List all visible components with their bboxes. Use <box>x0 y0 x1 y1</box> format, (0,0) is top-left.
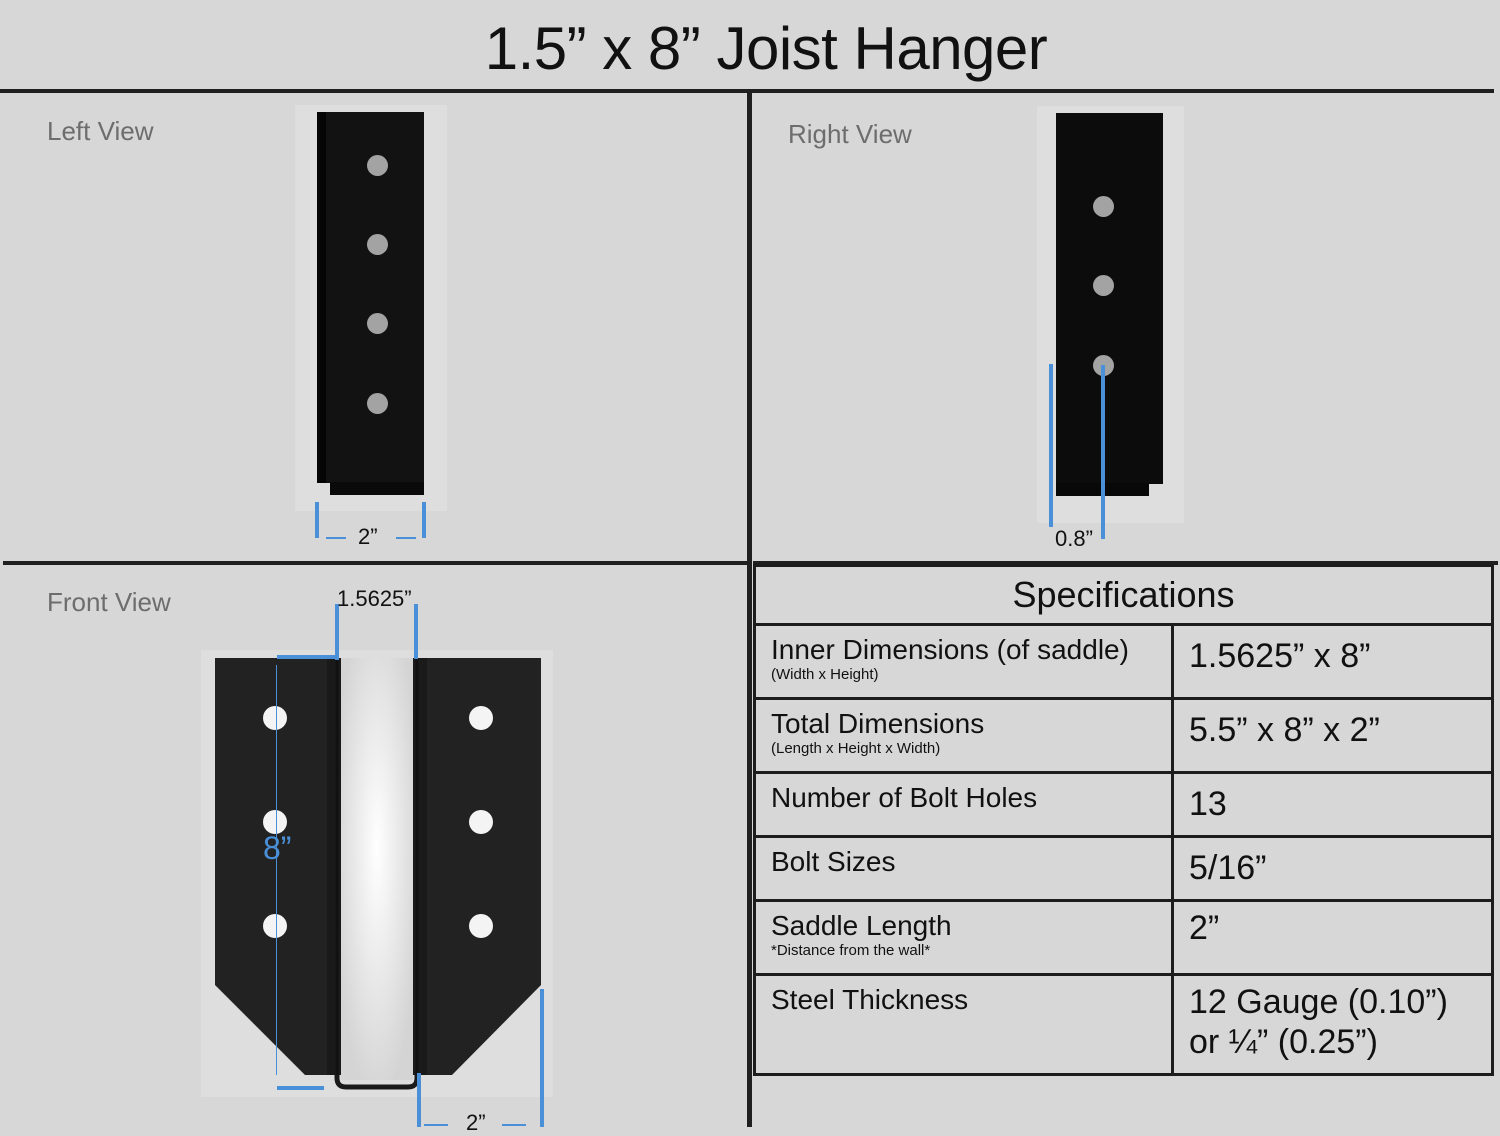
bolt-hole-icon <box>367 155 388 176</box>
right-view-dimension: 0.8” <box>1055 526 1093 551</box>
spec-value-line2: or ¼” (0.25”) <box>1189 1023 1378 1061</box>
table-row: Saddle Length *Distance from the wall* 2… <box>753 899 1494 976</box>
bolt-hole-icon <box>263 914 287 938</box>
spec-label-cell: Total Dimensions (Length x Height x Widt… <box>753 697 1174 774</box>
dimension-line <box>277 1086 324 1090</box>
table-row: Number of Bolt Holes 13 <box>753 771 1494 838</box>
front-view-drawing <box>215 658 541 1090</box>
dimension-tick <box>335 604 339 660</box>
bolt-hole-icon <box>367 313 388 334</box>
table-row: Inner Dimensions (of saddle) (Width x He… <box>753 623 1494 700</box>
bolt-hole-icon <box>1093 196 1114 217</box>
bolt-hole-icon <box>469 914 493 938</box>
horizontal-divider-right <box>753 561 1498 565</box>
spec-sublabel: (Width x Height) <box>771 666 879 683</box>
spec-value: 12 Gauge (0.10”) <box>1189 983 1448 1021</box>
bolt-hole-icon <box>263 706 287 730</box>
specifications-table: Specifications Inner Dimensions (of sadd… <box>753 564 1494 1076</box>
dimension-tick <box>540 989 544 1127</box>
spec-value: 5.5” x 8” x 2” <box>1171 697 1494 774</box>
dimension-line <box>277 655 339 659</box>
spec-sublabel: (Length x Height x Width) <box>771 740 941 757</box>
spec-label: Steel Thickness <box>771 984 969 1015</box>
vertical-divider <box>747 91 752 1127</box>
spec-label: Total Dimensions <box>771 708 985 739</box>
spec-value: 2” <box>1171 899 1494 976</box>
dimension-tick <box>417 1073 421 1127</box>
spec-value: 1.5625” x 8” <box>1171 623 1494 700</box>
front-view-label: Front View <box>47 587 171 617</box>
spec-heading: Specifications <box>753 564 1494 626</box>
spec-label: Saddle Length <box>771 910 952 941</box>
spec-label: Bolt Sizes <box>771 846 896 877</box>
dimension-line <box>396 537 416 539</box>
right-view-plate <box>1056 113 1163 484</box>
spec-value: 5/16” <box>1171 835 1494 902</box>
horizontal-divider-left <box>3 561 748 565</box>
dimension-tick <box>414 604 418 659</box>
left-view-dimension: 2” <box>358 524 378 549</box>
table-row: Bolt Sizes 5/16” <box>753 835 1494 902</box>
dimension-line <box>424 1124 448 1126</box>
spec-sublabel: *Distance from the wall* <box>771 942 931 959</box>
bolt-hole-icon <box>469 706 493 730</box>
right-view-label: Right View <box>788 119 912 149</box>
front-view-height-dimension: 8” <box>263 830 292 866</box>
spec-label-cell: Saddle Length *Distance from the wall* <box>753 899 1174 976</box>
dimension-line <box>276 665 277 1075</box>
spec-label: Number of Bolt Holes <box>771 782 1038 813</box>
left-view-label: Left View <box>47 116 154 146</box>
table-row: Steel Thickness 12 Gauge (0.10”) or ¼” (… <box>753 973 1494 1076</box>
front-view-width-dimension: 1.5625” <box>337 586 412 611</box>
page-title: 1.5” x 8” Joist Hanger <box>484 15 1048 82</box>
dimension-line <box>1101 365 1105 539</box>
bolt-hole-icon <box>469 810 493 834</box>
bolt-hole-icon <box>263 810 287 834</box>
dimension-line <box>326 537 346 539</box>
dimension-line <box>502 1124 526 1126</box>
spec-value-cell: 12 Gauge (0.10”) or ¼” (0.25”) <box>1171 973 1494 1076</box>
spec-label-cell: Number of Bolt Holes <box>753 771 1174 838</box>
spec-label-cell: Steel Thickness <box>753 973 1174 1076</box>
table-row: Total Dimensions (Length x Height x Widt… <box>753 697 1494 774</box>
left-view-plate-edge <box>317 112 326 483</box>
dimension-line <box>1049 364 1053 527</box>
bolt-hole-icon <box>367 393 388 414</box>
spec-header-row: Specifications <box>753 564 1494 626</box>
spec-label: Inner Dimensions (of saddle) <box>771 634 1129 665</box>
dimension-tick <box>315 502 319 538</box>
left-view-plate-flange <box>330 482 424 495</box>
spec-value: 13 <box>1171 771 1494 838</box>
dimension-tick <box>422 502 426 538</box>
front-view-saddle-dimension: 2” <box>466 1110 486 1135</box>
spec-label-cell: Inner Dimensions (of saddle) (Width x He… <box>753 623 1174 700</box>
bolt-hole-icon <box>1093 275 1114 296</box>
spec-label-cell: Bolt Sizes <box>753 835 1174 902</box>
bolt-hole-icon <box>367 234 388 255</box>
